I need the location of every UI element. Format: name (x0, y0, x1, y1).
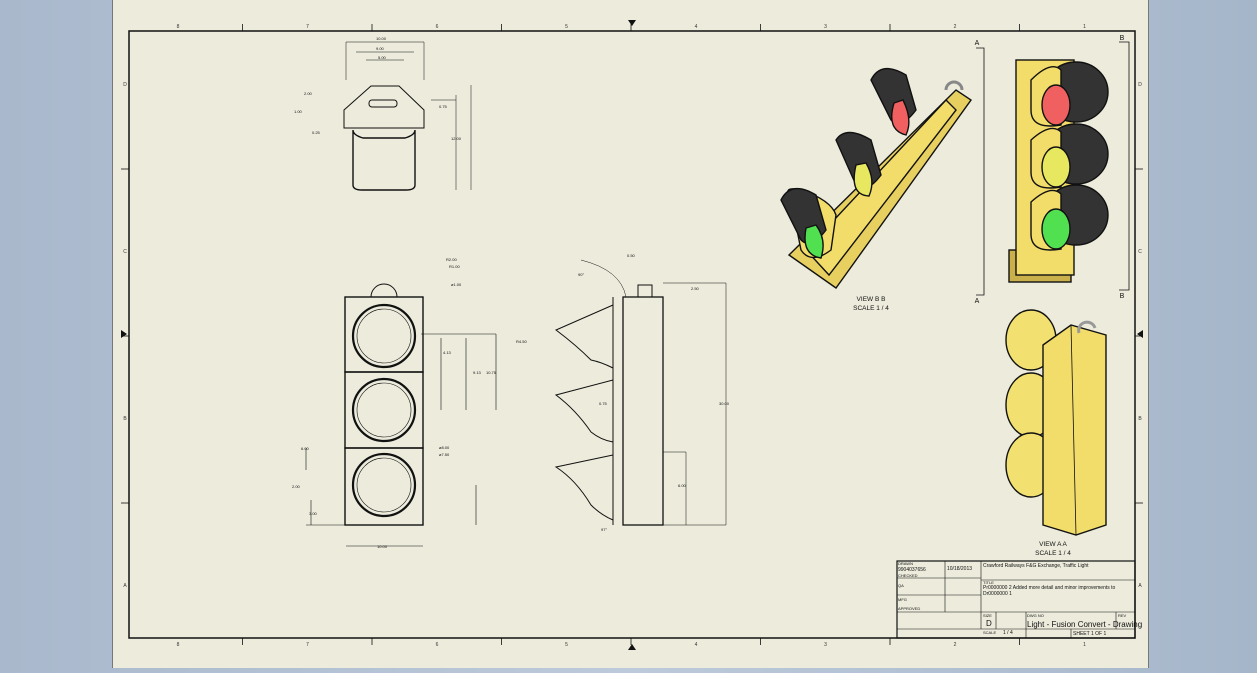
drawn-by: 9904037656 (898, 567, 926, 573)
zone-column-label: 8 (177, 642, 180, 648)
dimension: 6.00 (301, 446, 310, 451)
section-lines (976, 41, 1130, 296)
zone-column-label: 6 (436, 642, 439, 648)
title-label: TITLE (983, 580, 994, 585)
dwg-no-label: DWG NO (1027, 613, 1044, 618)
dimension: R1.00 (449, 264, 460, 269)
zone-column-label: 1 (1083, 24, 1086, 30)
dimension: 2.00 (304, 91, 313, 96)
dimension: 10.00 (377, 544, 388, 549)
view-bb-label: VIEW B B (857, 296, 886, 303)
size-label: SIZE (983, 613, 992, 618)
dimension: 2.00 (292, 484, 301, 489)
dimension: ø8.00 (439, 445, 450, 450)
dimension: 10.00 (376, 36, 387, 41)
zone-column-label: 2 (954, 642, 957, 648)
dimension: 1.00 (294, 109, 303, 114)
drawing-number: Light - Fusion Convert - Drawing (1027, 620, 1143, 629)
dimension: 0.75 (439, 104, 448, 109)
dimension: 0.50 (627, 253, 636, 258)
section-marker: A (975, 40, 980, 47)
title-line-1: Pr0000000 2 Added more detail and minor … (983, 585, 1116, 591)
title-line-2: Dr0000000 1 (983, 591, 1012, 597)
side-view (554, 259, 727, 526)
zone-row-label: C (1138, 249, 1142, 255)
section-marker: B (1120, 35, 1125, 42)
section-marker: B (1120, 293, 1125, 300)
dimension: 5.00 (378, 55, 387, 60)
dimension: 90° (578, 272, 584, 277)
title-block (896, 560, 1136, 639)
sheet-size: D (986, 619, 992, 628)
dimension: 10.75 (486, 370, 497, 375)
section-marker: A (975, 298, 980, 305)
inner-border (128, 30, 1136, 639)
dimension: 9.13 (473, 370, 482, 375)
dimension: R2.00 (446, 257, 457, 262)
dimension: R4.50 (516, 339, 527, 344)
scale-value: 1 / 4 (1003, 630, 1013, 636)
zone-row-label: B (123, 416, 127, 422)
zone-row-label: A (1138, 583, 1142, 589)
zone-column-label: 4 (695, 642, 698, 648)
zone-column-label: 5 (565, 24, 568, 30)
dimension: ø1.00 (451, 282, 462, 287)
dimension: 30.00 (719, 401, 730, 406)
zone-column-label: 6 (436, 24, 439, 30)
zone-column-label: 4 (695, 24, 698, 30)
sheet-number: SHEET 1 OF 1 (1073, 631, 1107, 637)
zone-column-label: 8 (177, 24, 180, 30)
center-marks (121, 20, 1143, 650)
scale-label: SCALE (983, 630, 997, 635)
zone-row-label: B (1138, 416, 1142, 422)
dimension: 97° (601, 527, 607, 532)
dimension: 3.00 (309, 511, 318, 516)
dimension: ø7.50 (439, 452, 450, 457)
top-view (343, 41, 472, 191)
zone-column-label: 3 (824, 24, 827, 30)
zone-row-label: D (1138, 82, 1142, 88)
zone-column-label: 7 (306, 24, 309, 30)
rear-iso-illustration (1005, 309, 1107, 536)
view-aa-scale: SCALE 1 / 4 (1035, 550, 1071, 557)
dimension: 12.00 (451, 136, 462, 141)
zone-row-label: A (123, 583, 127, 589)
dimension: 6.00 (678, 483, 687, 488)
dimension: 0.25 (312, 130, 321, 135)
view-aa-illustration (1008, 59, 1109, 283)
rev-label: REV (1118, 613, 1127, 618)
dimension: 0.75 (599, 401, 608, 406)
front-view (305, 283, 497, 547)
zone-column-label: 7 (306, 642, 309, 648)
drawn-label: DRAWN (898, 561, 913, 566)
mfg-label: MFG (898, 597, 907, 602)
approved-label: APPROVED (898, 606, 921, 611)
zone-column-label: 2 (954, 24, 957, 30)
zone-column-label: 3 (824, 642, 827, 648)
view-bb-illustration (780, 67, 972, 289)
zone-row-label: C (123, 249, 127, 255)
checked-label: CHECKED (898, 573, 918, 578)
dimension: 9.00 (376, 46, 385, 51)
zone-column-label: 5 (565, 642, 568, 648)
qa-label: QA (898, 583, 904, 588)
dimension: 4.13 (443, 350, 452, 355)
dimension: 2.50 (691, 286, 700, 291)
zone-row-label: D (123, 82, 127, 88)
view-bb-scale: SCALE 1 / 4 (853, 305, 889, 312)
company-name: Crawford Railways F&G Exchange, Traffic … (983, 563, 1089, 569)
drawn-date: 10/18/2013 (947, 566, 973, 572)
zone-column-label: 1 (1083, 642, 1086, 648)
view-aa-label: VIEW A A (1039, 541, 1067, 548)
